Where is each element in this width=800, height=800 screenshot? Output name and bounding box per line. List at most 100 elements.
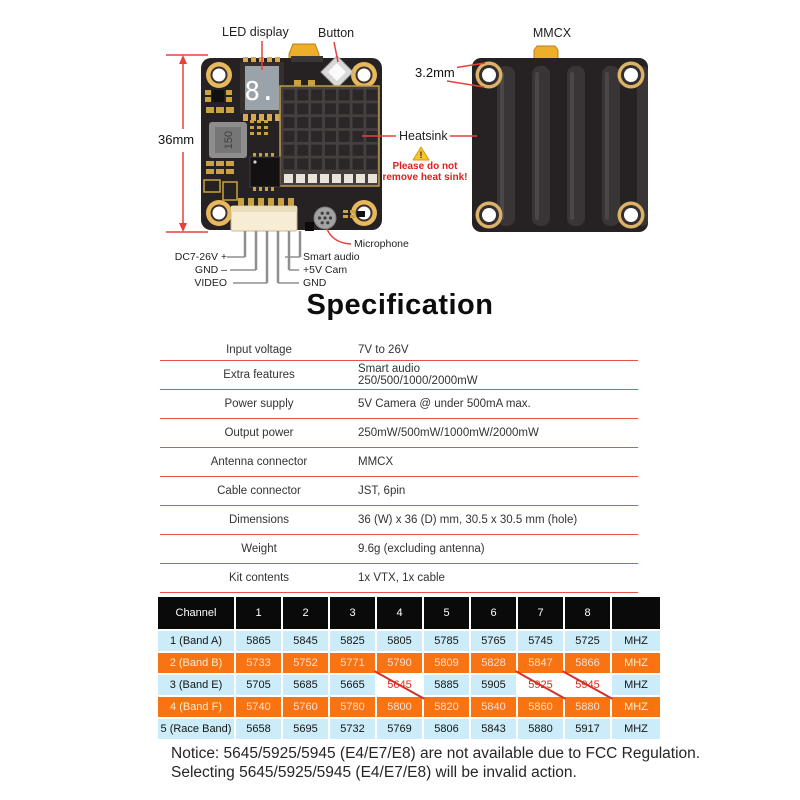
frequency-cell: 5809 [424,653,469,673]
frequency-cell: 5805 [377,631,422,651]
frequency-cell: 5665 [330,675,375,695]
frequency-cell: 5880 [565,697,610,717]
frequency-cell: 5845 [283,631,328,651]
frequency-cell: 5860 [518,697,563,717]
frequency-cell: 5885 [424,675,469,695]
button-component [320,55,354,89]
warning-icon: ! [412,146,430,161]
button-label: Button [318,26,355,40]
band-label-cell: 2 (Band B) [158,653,234,673]
pin-leader-lines [243,231,302,283]
band-label-cell: 4 (Band F) [158,697,234,717]
spec-row-label: Cable connector [217,485,301,497]
heatsink-fins [497,66,648,226]
band-label-cell: 5 (Race Band) [158,719,234,739]
channel-header-cell: 1 [236,597,281,629]
spec-row-value: 7V to 26V [358,343,409,356]
frequency-cell: 5780 [330,697,375,717]
frequency-cell: 5917 [565,719,610,739]
spec-row-value: JST, 6pin [358,485,406,497]
spec-row: Output power 250mW/500mW/1000mW/2000mW [160,419,638,448]
spec-row-label: Weight [241,543,277,555]
inductor-component: 150 [209,122,247,158]
frequency-cell: 5800 [377,697,422,717]
band-label-cell: 1 (Band A) [158,631,234,651]
channel-header-cell: 8 [565,597,610,629]
frequency-cell: 5733 [236,653,281,673]
frequency-cell: 5825 [330,631,375,651]
pin-label-5v-cam: +5V Cam [303,264,348,276]
spec-row-value: 250mW/500mW/1000mW/2000mW [358,427,539,439]
frequency-cell: 5745 [518,631,563,651]
microphone-label: Microphone [354,238,409,250]
channel-header-cell: 3 [330,597,375,629]
frequency-cell: 5828 [471,653,516,673]
channel-header-cell: 2 [283,597,328,629]
smd-pads [203,90,365,218]
channel-header-cell: 5 [424,597,469,629]
led-display-module: 8. [240,57,284,121]
mmcx-connector-back [533,45,559,61]
ic-chip [249,153,281,191]
back-board-illustration [472,45,648,232]
spec-row-value: 36 (W) x 36 (D) mm, 30.5 x 30.5 mm (hole… [358,514,578,526]
mmcx-label: MMCX [532,26,572,40]
channel-header-cell: 6 [471,597,516,629]
spec-row: Weight 9.6g (excluding antenna) [160,535,638,564]
frequency-cell: 5760 [283,697,328,717]
pin-label-video: VIDEO [194,277,227,289]
heatsink-warning-line2: remove heat sink! [382,172,468,183]
spec-row-value: 1x VTX, 1x cable [358,572,445,584]
spec-row-value: MMCX [358,456,394,468]
frequency-cell: 5732 [330,719,375,739]
frequency-cell: 5740 [236,697,281,717]
spec-row-value: 9.6g (excluding antenna) [358,543,485,555]
band-label-cell: 3 (Band E) [158,675,234,695]
frequency-cell: 5820 [424,697,469,717]
pin-label-smart-audio: Smart audio [303,251,360,263]
heatsink-label: Heatsink [399,129,448,143]
frequency-cell: 5866 [565,653,610,673]
mounting-holes-back [475,61,645,229]
frequency-cell: 5765 [471,631,516,651]
spec-row-label: Output power [224,427,294,439]
frequency-cell: 5769 [377,719,422,739]
restricted-slash [374,670,425,700]
frequency-cell: 5843 [471,719,516,739]
frequency-cell: 5905 [471,675,516,695]
channel-header-cell [612,597,660,629]
board-dimension-label: 36mm [156,132,197,147]
fcc-notice-line2: Selecting 5645/5925/5945 (E4/E7/E8) will… [171,763,577,781]
pin-label-gnd1: GND – [194,264,227,276]
frequency-cell-restricted: 5945 [562,670,613,700]
unit-cell: MHZ [612,653,660,673]
unit-cell: MHZ [612,675,660,695]
frequency-cell: 5790 [377,653,422,673]
unit-cell: MHZ [612,631,660,651]
microphone-component [305,206,337,231]
frequency-cell: 5725 [565,631,610,651]
pin-label-power: DC7-26V + [174,251,227,263]
channel-header-cell: 4 [377,597,422,629]
hole-dimension-label: 3.2mm [413,65,457,80]
frequency-cell: 5705 [236,675,281,695]
led-digit: 8. [244,77,275,107]
svg-text:!: ! [420,150,423,160]
specification-title: Specification [306,289,494,321]
frequency-cell: 5785 [424,631,469,651]
channel-header-cell: 7 [518,597,563,629]
restricted-slash [515,670,566,700]
frequency-cell-restricted: 5645 [374,670,425,700]
spec-row-value: 5V Camera @ under 500mA max. [358,398,531,410]
dimension-arrowheads [179,55,187,232]
frequency-cell: 5847 [518,653,563,673]
frequency-cell: 5752 [283,653,328,673]
